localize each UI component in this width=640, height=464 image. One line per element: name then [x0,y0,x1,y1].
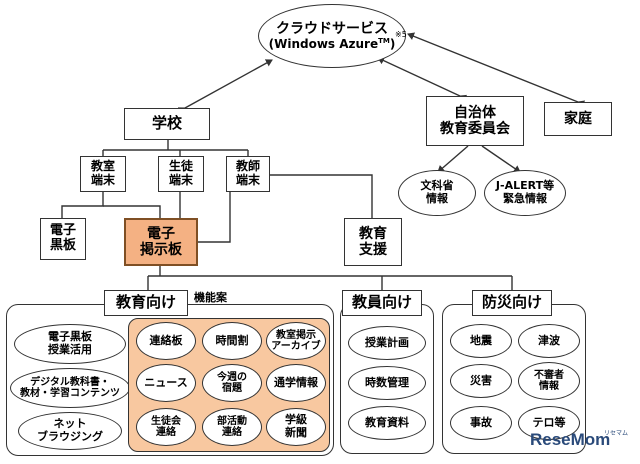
feature-item-contact-board: 連絡板 [136,322,196,360]
education-item-browsing: ネット ブラウジング [18,412,122,450]
teachers-item-lesson-plan: 授業計画 [348,326,426,360]
monbusho-info-oval: 文科省 情報 [398,170,476,216]
teachers-item-materials: 教育資料 [348,406,426,440]
disaster-item-tsunami: 津波 [518,324,580,358]
teachers-item-hours: 時数管理 [348,366,426,400]
feature-item-classroom-archive: 教室掲示 アーカイブ [266,322,326,360]
school-node: 学校 [124,108,210,140]
home-node: 家庭 [544,102,612,136]
teachers-group-title: 教員向け [342,290,422,316]
feature-item-class-newspaper: 学級 新聞 [266,408,326,446]
arrow-municipality-cloud [377,56,468,103]
disaster-item-suspicious-person: 不審者 情報 [518,362,580,400]
arrow-school-cloud [177,59,273,115]
cloud-title: クラウドサービス [276,20,388,37]
resemom-logo: ReseMom [530,430,611,449]
jalert-info-oval: J-ALERT等 緊急情報 [484,170,566,216]
feature-item-timetable: 時間割 [202,322,262,360]
education-item-digital-textbook: デジタル教科書・ 教材・学習コンテンツ [10,368,130,408]
feature-item-weekly-homework: 今週の 宿題 [202,364,262,402]
feature-item-student-council: 生徒会 連絡 [136,408,196,446]
feature-proposal-label: 機能案 [194,291,227,304]
electronic-blackboard-node: 電子 黒板 [40,218,86,260]
education-support-node: 教育 支援 [344,218,402,266]
teacher-terminal-node: 教師 端末 [226,156,270,192]
feature-item-news: ニュース [136,364,196,402]
feature-item-commute-info: 通学情報 [266,364,326,402]
classroom-terminal-node: 教室 端末 [80,156,126,192]
resemom-logo-kana: リセマム [604,430,629,437]
municipality-board-node: 自治体 教育委員会 [426,96,524,146]
education-item-blackboard: 電子黒板 授業活用 [14,324,126,364]
disaster-item-disaster: 災害 [450,364,512,398]
cloud-note: ※5 [395,30,407,39]
feature-item-club-activity: 部活動 連絡 [202,408,262,446]
disaster-item-earthquake: 地震 [450,324,512,358]
student-terminal-node: 生徒 端末 [158,156,204,192]
disaster-item-terrorism: テロ等 [518,406,580,440]
cloud-service-node: クラウドサービス (Windows AzureTM) [258,4,406,68]
cloud-subtitle: (Windows AzureTM) [268,36,396,51]
disaster-group-title: 防災向け [472,290,552,316]
education-group-title: 教育向け [104,290,188,316]
electronic-bulletin-node: 電子 掲示板 [124,218,198,266]
arrow-home-cloud [407,32,586,108]
disaster-item-accident: 事故 [450,406,512,440]
